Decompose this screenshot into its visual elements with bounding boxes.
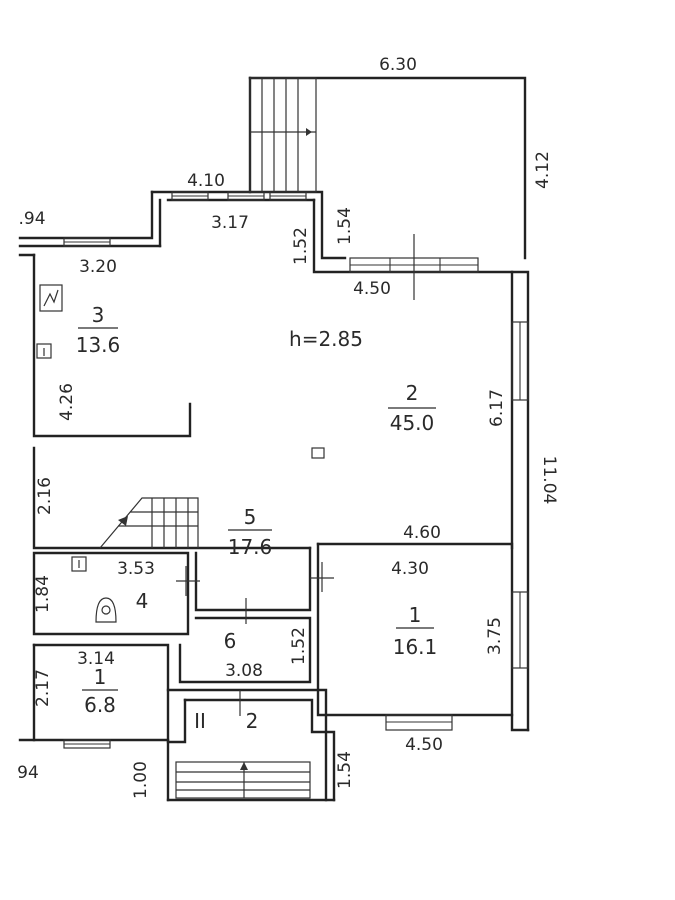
room-2-area: 45.0 <box>390 411 435 435</box>
stairs-entrance <box>175 761 311 799</box>
dim-154-top: 1.54 <box>335 207 355 245</box>
dim-154-bot: 1.54 <box>335 751 355 789</box>
dim-216: 2.16 <box>35 477 55 515</box>
dim-308: 3.08 <box>225 661 263 681</box>
dim-152-top: 1.52 <box>291 227 311 265</box>
room-1-small-number: 1 <box>94 665 107 689</box>
room-6-number: 6 <box>224 629 237 653</box>
room-labels: 3 13.6 h=2.85 2 45.0 5 17.6 4 1 16.1 6 1… <box>76 303 438 733</box>
dim-617: 6.17 <box>487 389 507 427</box>
dim-412: 4.12 <box>533 151 553 189</box>
dim-184: 1.84 <box>33 575 53 613</box>
room-2-small-number: 2 <box>246 709 259 733</box>
room-3-area: 13.6 <box>76 333 121 357</box>
walls <box>18 76 530 802</box>
dim-094-top: .94 <box>18 209 45 229</box>
dim-450-top: 4.50 <box>353 279 391 299</box>
fixtures <box>36 234 415 716</box>
dim-353: 3.53 <box>117 559 155 579</box>
ceiling-height: h=2.85 <box>289 327 363 351</box>
dim-217: 2.17 <box>33 669 53 707</box>
room-3-number: 3 <box>92 303 105 327</box>
dim-460: 4.60 <box>403 523 441 543</box>
dim-094-bot: 94 <box>17 763 39 783</box>
dim-426: 4.26 <box>57 383 77 421</box>
room-5-number: 5 <box>244 505 257 529</box>
dim-410: 4.10 <box>187 171 225 191</box>
gauge-mark: II <box>194 709 206 733</box>
room-1-small-area: 6.8 <box>84 693 116 717</box>
dim-100: 1.00 <box>131 761 151 799</box>
room-1-area: 16.1 <box>393 635 438 659</box>
stairs-terrace <box>249 77 317 193</box>
dim-375: 3.75 <box>485 617 505 655</box>
room-5-area: 17.6 <box>228 535 273 559</box>
dim-450-bot: 4.50 <box>405 735 443 755</box>
dim-317: 3.17 <box>211 213 249 233</box>
dim-152-mid: 1.52 <box>289 627 309 665</box>
windows <box>63 191 529 749</box>
room-4-number: 4 <box>136 589 149 613</box>
dim-320: 3.20 <box>79 257 117 277</box>
room-1-number: 1 <box>409 603 422 627</box>
stairs-interior <box>99 497 199 549</box>
dim-314: 3.14 <box>77 649 115 669</box>
dim-630: 6.30 <box>379 55 417 75</box>
dimensions: 6.30 4.12 4.10 3.17 .94 1.54 1.52 3.20 4… <box>17 55 559 799</box>
dim-430: 4.30 <box>391 559 429 579</box>
room-2-number: 2 <box>406 381 419 405</box>
dim-1104: 11.04 <box>539 456 559 505</box>
